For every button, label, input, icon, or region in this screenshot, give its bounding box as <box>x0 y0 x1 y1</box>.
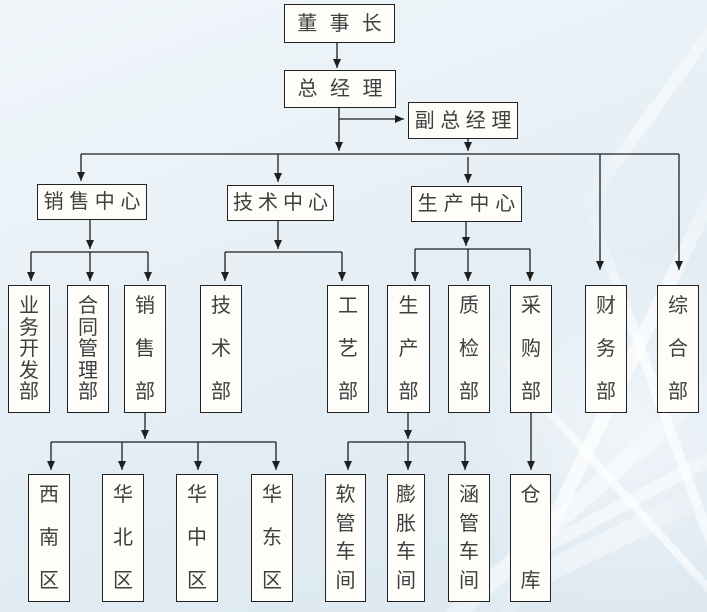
node-general-affairs-dept: 综合部 <box>657 285 699 413</box>
node-general-manager: 总经理 <box>284 70 396 108</box>
node-southwest-region: 西南区 <box>28 474 70 602</box>
node-sales-dept: 销售部 <box>124 285 166 413</box>
node-sales-center: 销售中心 <box>37 184 147 220</box>
node-east-china-region: 华东区 <box>251 474 293 602</box>
node-quality-inspection-dept: 质检部 <box>448 285 490 413</box>
node-finance-dept: 财务部 <box>585 285 627 413</box>
node-production-dept: 生产部 <box>387 285 430 413</box>
node-contract-management-dept: 合同管理部 <box>67 285 109 413</box>
node-tech-dept: 技术部 <box>200 285 242 413</box>
node-north-china-region: 华北区 <box>102 474 144 602</box>
node-purchasing-dept: 采购部 <box>510 285 552 413</box>
node-warehouse: 仓库 <box>510 474 551 602</box>
node-deputy-general-manager: 副总经理 <box>408 102 518 139</box>
node-chairman: 董事长 <box>284 4 395 43</box>
node-central-china-region: 华中区 <box>176 474 218 602</box>
node-hose-workshop: 软管车间 <box>325 474 366 602</box>
node-culvert-pipe-workshop: 涵管车间 <box>448 474 490 602</box>
node-tech-center: 技术中心 <box>227 185 334 221</box>
node-expansion-workshop: 膨胀车间 <box>387 474 425 602</box>
node-business-development-dept: 业务开发部 <box>8 285 50 413</box>
node-process-dept: 工艺部 <box>327 285 369 413</box>
node-production-center: 生产中心 <box>411 186 522 222</box>
